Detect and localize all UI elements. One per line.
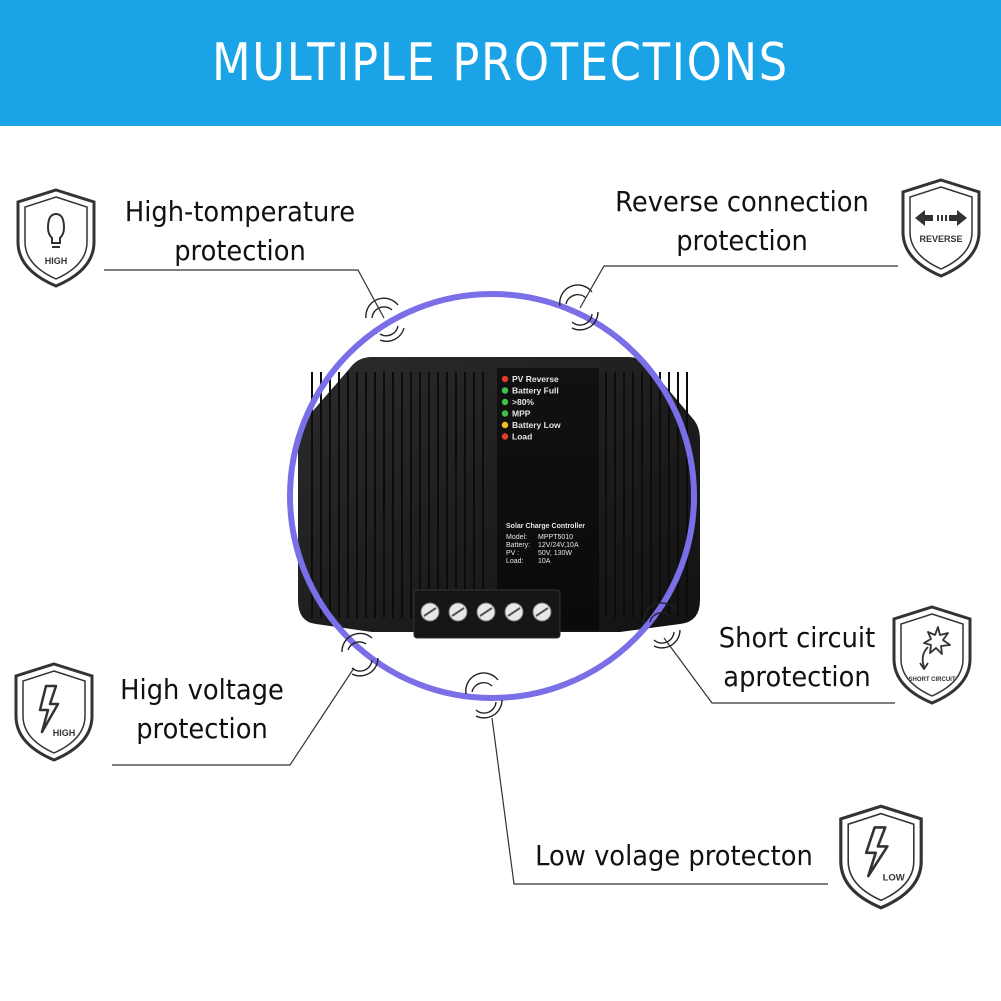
led-load bbox=[501, 433, 509, 440]
led-over-80 bbox=[501, 398, 509, 406]
label-line: aprotection bbox=[723, 660, 871, 693]
indicator-label: Load bbox=[512, 432, 532, 442]
badge-label: HIGH bbox=[53, 728, 76, 738]
high-voltage-badge: HIGH bbox=[14, 662, 94, 762]
spec-value: 50V, 130W bbox=[538, 550, 572, 557]
badge-label: SHORT CIRCUIT bbox=[909, 677, 956, 683]
badge-label: REVERSE bbox=[919, 234, 962, 244]
spec-key: PV : bbox=[506, 550, 519, 557]
led-pv-reverse bbox=[501, 375, 509, 383]
led-mpp bbox=[501, 410, 509, 417]
short-circuit-label: Short circuit aprotection bbox=[702, 618, 892, 696]
label-line: protection bbox=[174, 234, 306, 267]
lightbulb-icon bbox=[46, 212, 66, 248]
low-voltage-label: Low volage protecton bbox=[512, 836, 836, 875]
spark-icon bbox=[919, 626, 951, 670]
screw-terminal bbox=[504, 602, 524, 622]
spec-value: 12V/24V,10A bbox=[538, 542, 579, 549]
label-line: High-tomperature bbox=[124, 195, 356, 228]
short-circuit-badge: SHORT CIRCUIT bbox=[892, 605, 972, 705]
page-title: MULTIPLE PROTECTIONS bbox=[212, 33, 789, 93]
label-line: Reverse connection bbox=[615, 185, 869, 218]
reverse-connection-label: Reverse connection protection bbox=[594, 182, 890, 260]
spec-key: Load: bbox=[506, 558, 524, 565]
indicator-label: MPP bbox=[512, 409, 531, 419]
label-line: High voltage bbox=[120, 673, 284, 706]
reverse-badge: REVERSE bbox=[901, 178, 981, 278]
indicator-label: PV Reverse bbox=[512, 374, 559, 384]
spec-value: MPPT5010 bbox=[538, 534, 573, 541]
leader-lines bbox=[104, 265, 898, 885]
lightning-icon bbox=[38, 684, 60, 734]
high-temperature-label: High-tomperature protection bbox=[110, 192, 370, 270]
label-line: protection bbox=[676, 224, 808, 257]
badge-label: HIGH bbox=[45, 256, 68, 266]
label-line: Low volage protecton bbox=[535, 839, 813, 872]
highlight-ring bbox=[287, 291, 697, 701]
spec-key: Battery: bbox=[506, 542, 530, 549]
leader-short-circuit bbox=[663, 637, 895, 704]
high-temperature-badge: HIGH bbox=[16, 188, 96, 288]
solar-charge-controller bbox=[298, 357, 700, 639]
label-line: protection bbox=[136, 712, 268, 745]
marker-low-voltage bbox=[465, 672, 503, 719]
marker-reverse bbox=[559, 284, 599, 331]
screw-terminal bbox=[476, 602, 496, 622]
spec-title: Solar Charge Controller bbox=[506, 523, 585, 530]
leader-low-voltage bbox=[491, 717, 828, 885]
badge-label: LOW bbox=[883, 872, 905, 883]
leader-high-voltage bbox=[112, 667, 355, 766]
header-banner: MULTIPLE PROTECTIONS bbox=[0, 0, 1001, 126]
marker-high-temperature bbox=[365, 297, 405, 342]
screw-terminal bbox=[448, 602, 468, 622]
leader-high-temperature bbox=[104, 269, 385, 319]
low-voltage-badge: LOW bbox=[839, 804, 923, 910]
screw-terminal bbox=[532, 602, 552, 622]
double-arrow-icon bbox=[915, 210, 967, 226]
spec-label: Solar Charge Controller Model: MPPT5010 … bbox=[506, 523, 585, 565]
leader-reverse bbox=[579, 265, 898, 309]
label-line: Short circuit bbox=[718, 621, 876, 654]
high-voltage-label: High voltage protection bbox=[102, 670, 302, 748]
indicator-panel: PV Reverse Battery Full >80% MPP Battery… bbox=[501, 374, 561, 442]
spec-value: 10A bbox=[538, 558, 551, 565]
led-battery-full bbox=[501, 387, 509, 394]
indicator-label: Battery Full bbox=[512, 386, 559, 396]
spec-key: Model: bbox=[506, 534, 527, 541]
lightning-icon bbox=[864, 826, 889, 878]
front-panel bbox=[497, 368, 599, 630]
indicator-label: >80% bbox=[512, 397, 534, 407]
indicator-label: Battery Low bbox=[512, 420, 561, 430]
screw-terminal bbox=[420, 602, 440, 622]
led-battery-low bbox=[501, 421, 509, 429]
marker-high-voltage bbox=[341, 632, 379, 677]
